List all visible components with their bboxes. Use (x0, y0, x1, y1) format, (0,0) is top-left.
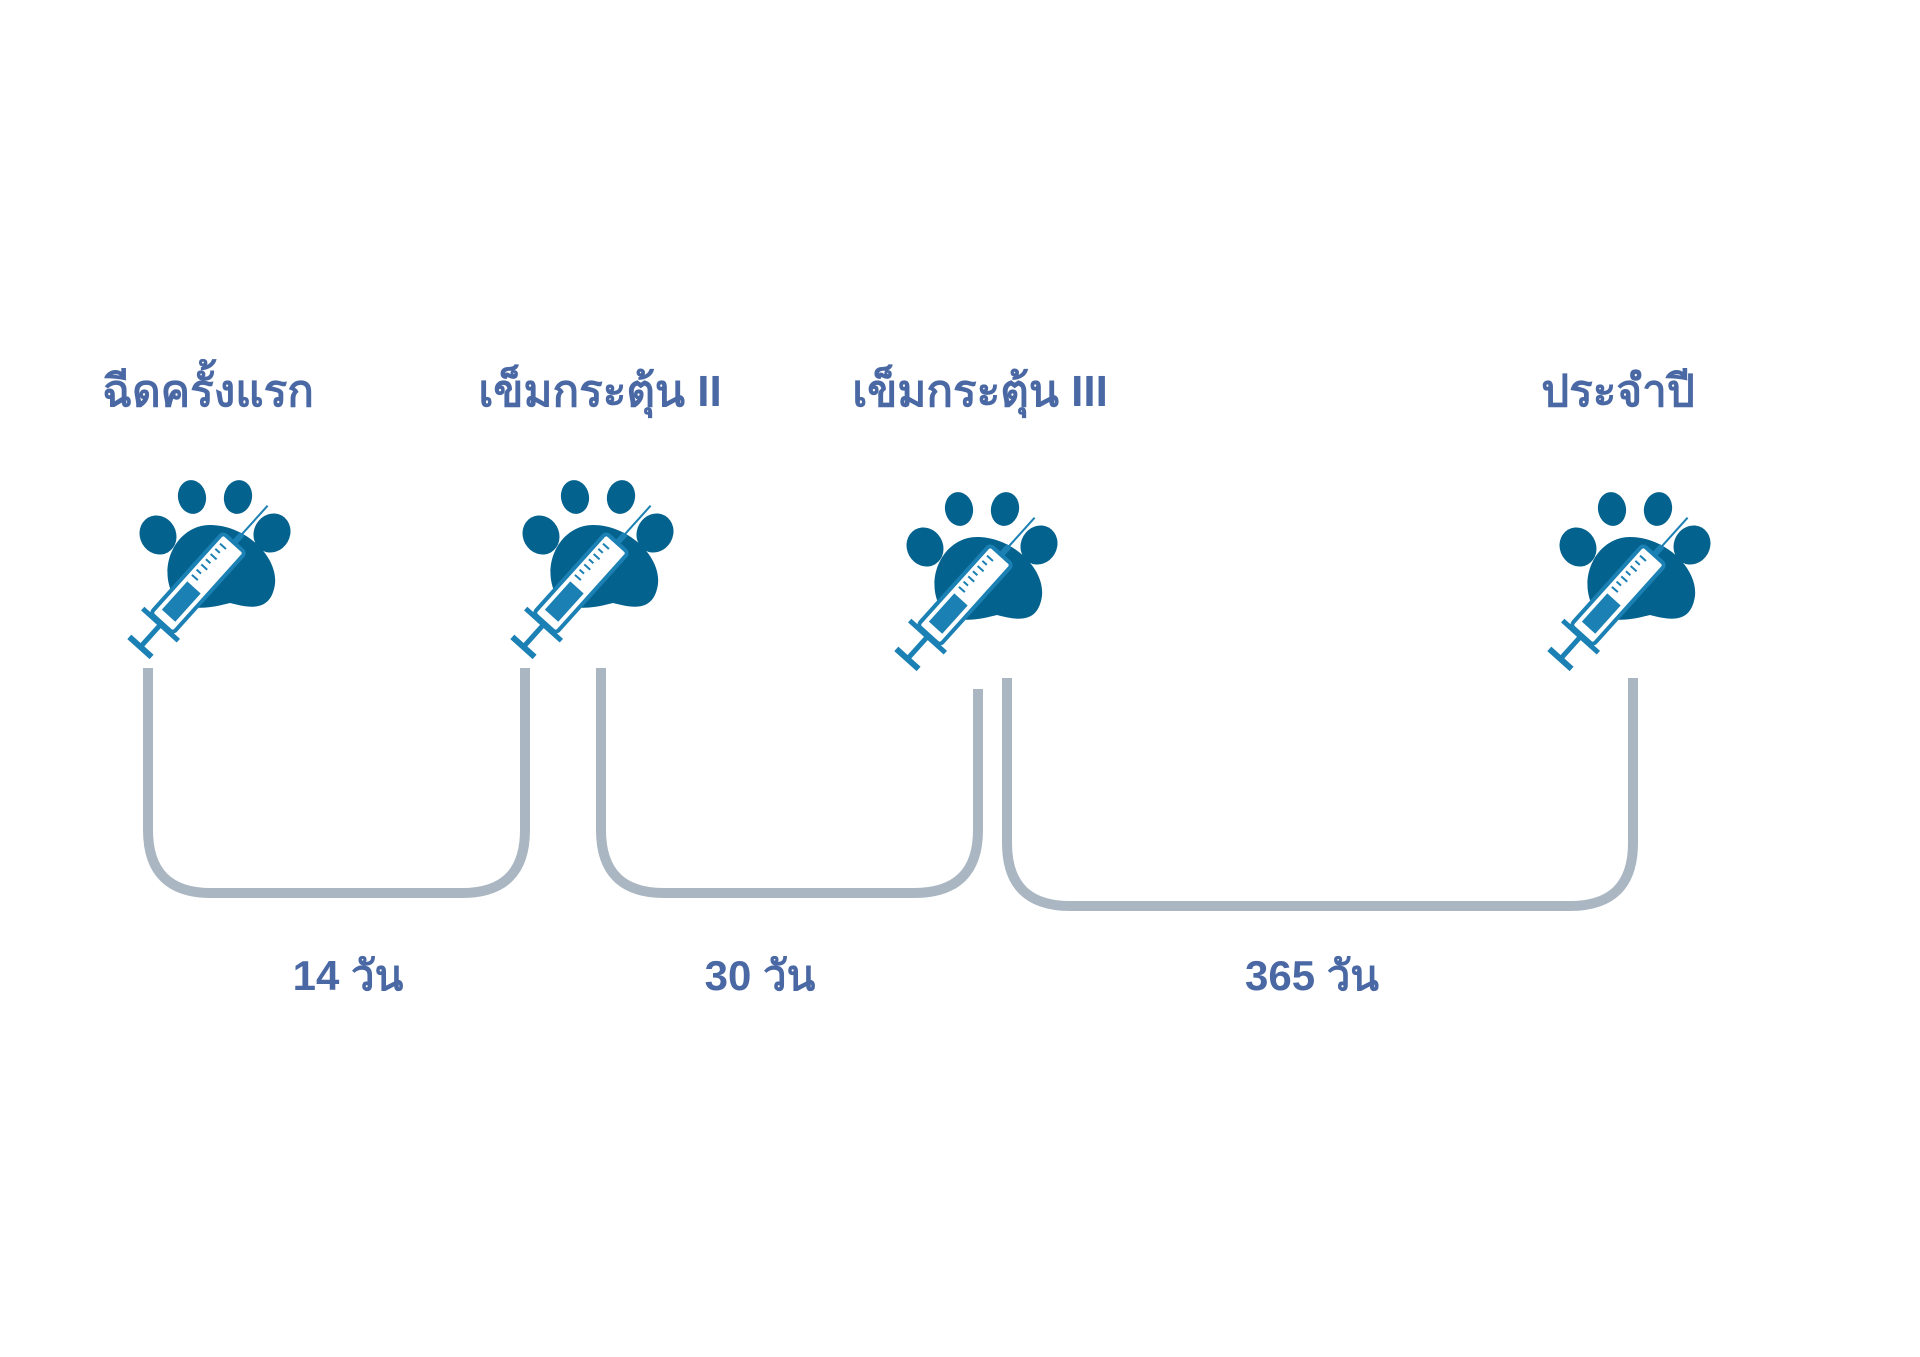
stage-label-annual: ประจำปี (1541, 367, 1695, 416)
interval-label-14: 14 วัน (292, 952, 404, 999)
paw-syringe-icon (1543, 489, 1718, 675)
paw-syringe-icon (890, 489, 1065, 675)
connector-14-days (143, 668, 530, 898)
stage-label-booster-2: เข็มกระตุ้น II (478, 367, 722, 416)
stage-label-booster-3: เข็มกระตุ้น III (852, 367, 1108, 416)
stage-label-first-dose: ฉีดครั้งแรก (102, 367, 314, 416)
paw-syringe-icon (506, 477, 681, 663)
connector-30-days (596, 668, 983, 898)
connector-365-days (1002, 678, 1638, 911)
paw-syringe-icon (123, 477, 298, 663)
interval-label-30: 30 วัน (704, 952, 816, 999)
interval-label-365: 365 วัน (1244, 952, 1380, 999)
